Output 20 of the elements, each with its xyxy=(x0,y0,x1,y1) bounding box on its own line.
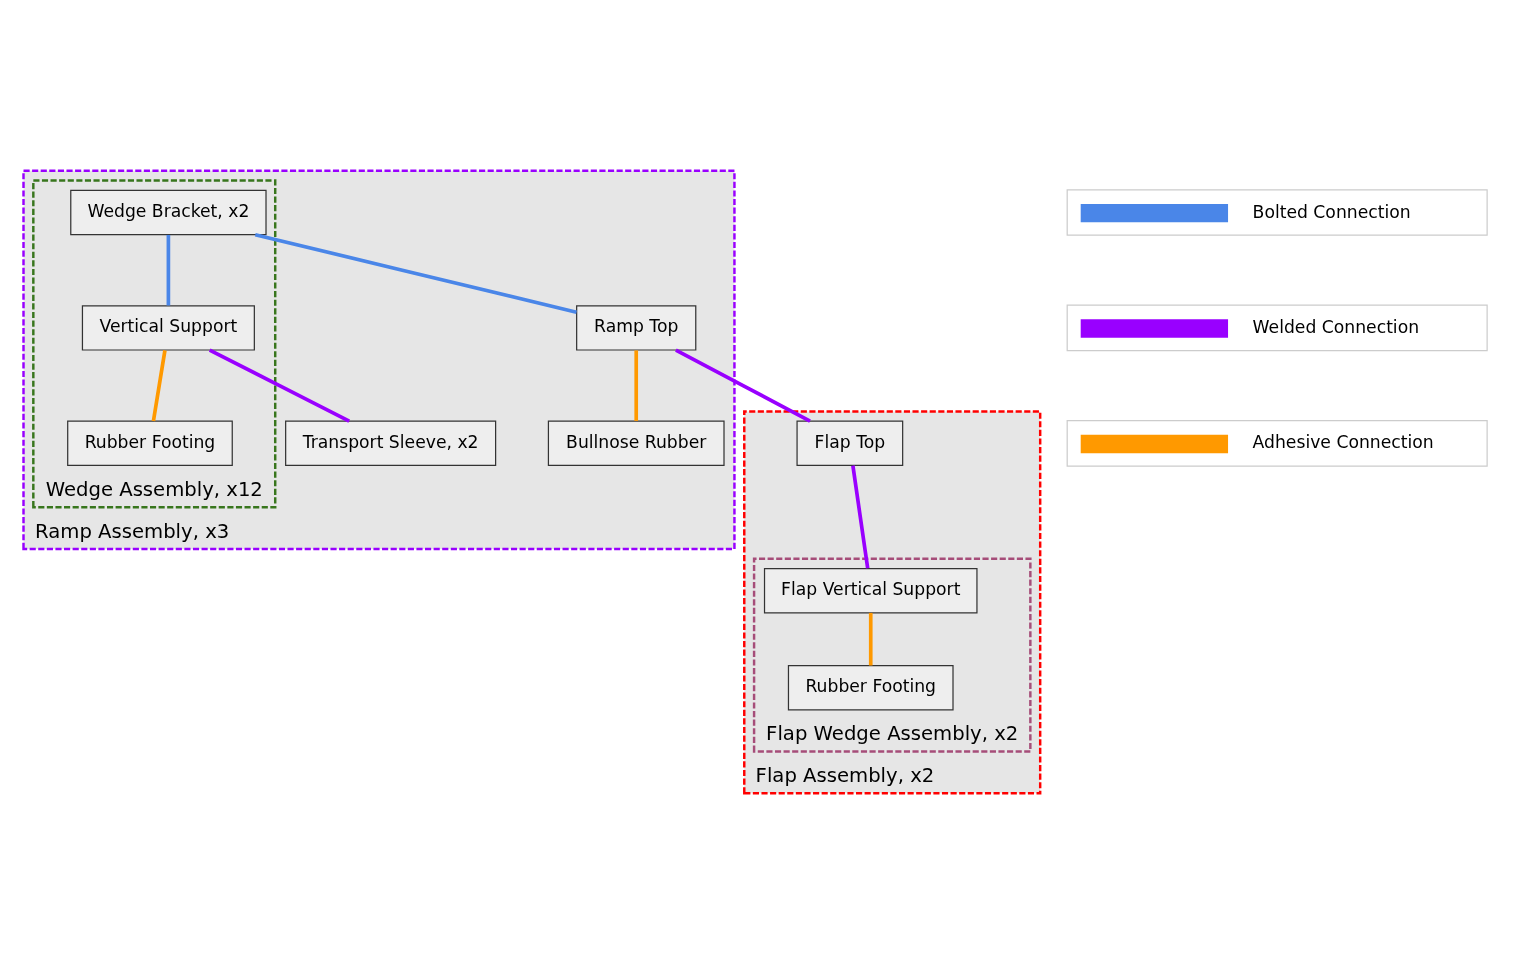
node-box: Ramp Top xyxy=(576,304,697,351)
node-box: Bullnose Rubber xyxy=(547,420,725,466)
connector xyxy=(208,347,351,423)
legend-label: Welded Connection xyxy=(1252,316,1420,337)
connector xyxy=(851,464,870,569)
legend-label: Bolted Connection xyxy=(1252,201,1411,222)
connector xyxy=(166,234,171,305)
node-box: Transport Sleeve, x2 xyxy=(285,420,497,466)
node-box: Wedge Bracket, x2 xyxy=(70,189,267,235)
connector xyxy=(868,612,873,665)
connector xyxy=(151,349,167,421)
node-box: Flap Vertical Support xyxy=(763,567,978,613)
node-box: Vertical Support xyxy=(81,304,255,351)
connector xyxy=(675,348,811,423)
node-box: Rubber Footing xyxy=(787,664,954,710)
node-box: Rubber Footing xyxy=(67,420,233,466)
connector xyxy=(634,349,639,421)
legend-label: Adhesive Connection xyxy=(1252,431,1434,452)
node-box: Flap Top xyxy=(796,420,904,466)
connector xyxy=(254,232,577,314)
